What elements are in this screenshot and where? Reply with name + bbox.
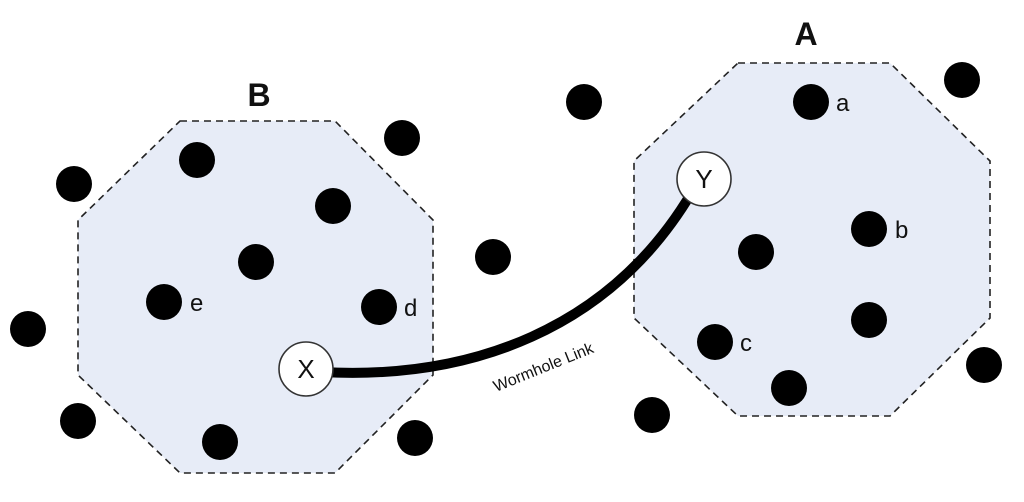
node xyxy=(566,84,602,120)
node-a-label: a xyxy=(836,90,850,117)
node-d-label: d xyxy=(404,295,417,322)
endpoint-x-label: X xyxy=(297,354,314,384)
region-a-nodes: a b c xyxy=(697,84,908,406)
endpoint-y: Y xyxy=(676,151,732,207)
region-b-nodes: e d xyxy=(146,142,417,460)
node xyxy=(738,234,774,270)
node xyxy=(56,166,92,202)
node xyxy=(60,403,96,439)
node-a xyxy=(793,84,829,120)
region-b-label: B xyxy=(247,77,270,113)
node-b-label: b xyxy=(895,217,908,244)
node xyxy=(771,370,807,406)
node xyxy=(179,142,215,178)
wormhole-link-path xyxy=(317,187,697,378)
node xyxy=(202,424,238,460)
node xyxy=(10,311,46,347)
region-a: A xyxy=(633,16,991,417)
endpoint-y-label: Y xyxy=(695,164,712,194)
endpoint-y-circle xyxy=(676,151,732,207)
node xyxy=(634,397,670,433)
outside-nodes xyxy=(10,62,1002,456)
endpoint-x-circle xyxy=(278,341,334,397)
node xyxy=(315,188,351,224)
node-e-label: e xyxy=(190,290,203,317)
node xyxy=(944,62,980,98)
node-e xyxy=(146,284,182,320)
node xyxy=(397,420,433,456)
node-c xyxy=(697,324,733,360)
node xyxy=(475,239,511,275)
region-a-label: A xyxy=(794,16,817,52)
node xyxy=(384,120,420,156)
node-c-label: c xyxy=(740,330,752,357)
node xyxy=(851,302,887,338)
endpoint-x: X xyxy=(278,341,334,397)
node xyxy=(238,244,274,280)
node-d xyxy=(361,289,397,325)
node xyxy=(966,347,1002,383)
node-b xyxy=(851,211,887,247)
